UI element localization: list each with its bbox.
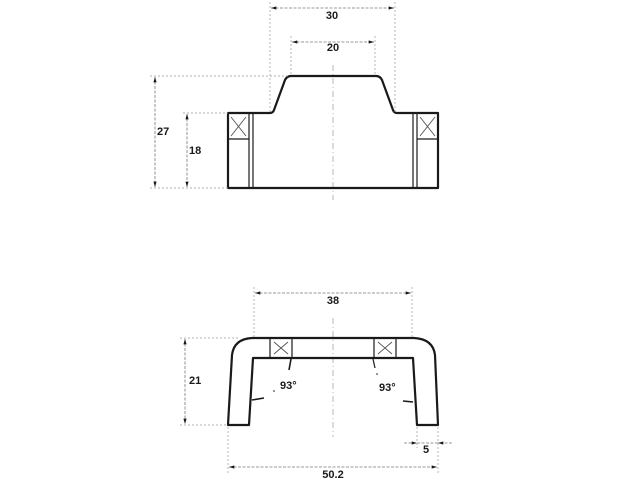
bottom-left-block bbox=[269, 337, 293, 359]
angle-leader-left-top bbox=[288, 358, 292, 371]
angle-leader-right-top bbox=[372, 358, 376, 369]
dim-label-20: 20 bbox=[327, 42, 339, 54]
bottom-left-cross-icon bbox=[273, 341, 289, 355]
angle-leader-right-side bbox=[402, 400, 414, 403]
bottom-view: 93° 93° 38 21 5 50.2 bbox=[180, 287, 452, 480]
dim-label-5: 5 bbox=[423, 444, 429, 456]
angle-label-left: 93° bbox=[280, 380, 297, 392]
dim-label-38: 38 bbox=[327, 295, 339, 307]
bottom-view-bracket-outline bbox=[226, 336, 440, 427]
angle-leader-left-side bbox=[251, 397, 265, 401]
top-view-body-outline bbox=[226, 74, 440, 190]
dim-label-30: 30 bbox=[326, 10, 338, 22]
bottom-right-block bbox=[373, 337, 397, 359]
dim-label-18: 18 bbox=[189, 145, 201, 157]
angle-label-right: 93° bbox=[379, 382, 396, 394]
bottom-right-cross-icon bbox=[377, 341, 393, 355]
top-right-cross-icon bbox=[419, 116, 436, 137]
top-left-cross-icon bbox=[230, 116, 247, 137]
dim-label-21: 21 bbox=[189, 375, 201, 387]
top-view: 30 20 27 18 bbox=[150, 2, 440, 200]
dim-label-27: 27 bbox=[157, 126, 169, 138]
dim-label-50-2: 50.2 bbox=[322, 469, 343, 480]
